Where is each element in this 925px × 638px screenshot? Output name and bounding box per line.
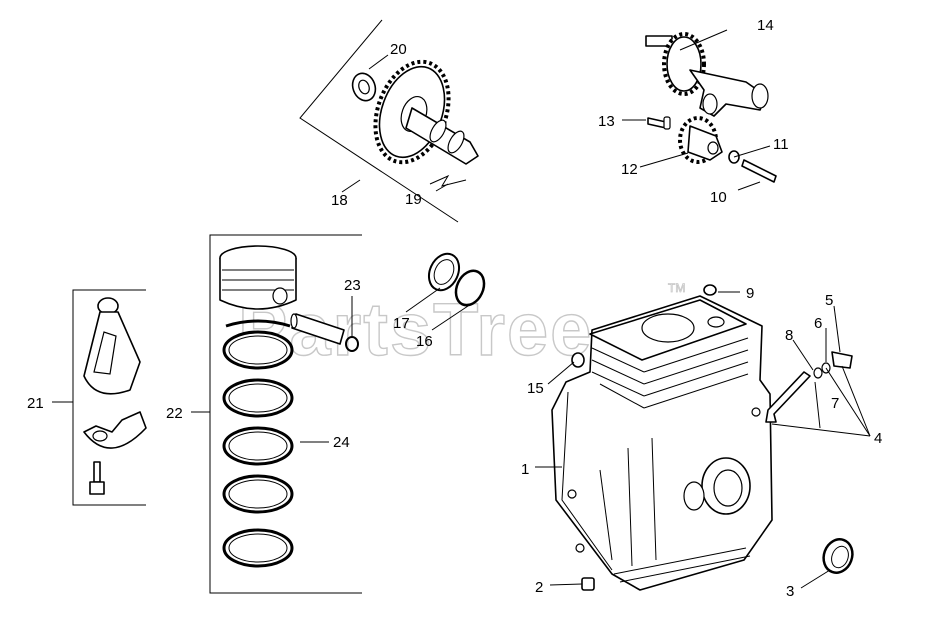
callout-3: 3 xyxy=(786,583,794,600)
drain-plug[interactable] xyxy=(581,577,595,591)
piston-pin-clip[interactable] xyxy=(345,336,359,352)
rod-bolt[interactable] xyxy=(89,461,105,495)
callout-8: 8 xyxy=(785,327,793,344)
callout-15: 15 xyxy=(527,380,544,397)
crankshaft-oil-seal[interactable] xyxy=(819,535,857,577)
governor-bolt[interactable] xyxy=(647,116,671,130)
callout-22: 22 xyxy=(166,405,183,422)
callout-1: 1 xyxy=(521,461,529,478)
callout-18: 18 xyxy=(331,192,348,209)
callout-24: 24 xyxy=(333,434,350,451)
callout-10: 10 xyxy=(710,189,727,206)
piston-group-bracket xyxy=(209,234,362,594)
governor-gear[interactable] xyxy=(678,116,723,164)
governor-arm-kit[interactable] xyxy=(765,351,853,423)
callout-13: 13 xyxy=(598,113,615,130)
callout-2: 2 xyxy=(535,579,543,596)
connecting-rod[interactable] xyxy=(83,297,141,395)
callout-labels: 1 2 3 4 5 6 7 8 9 10 11 12 13 14 15 16 1… xyxy=(27,17,882,600)
watermark-trademark: TM xyxy=(668,281,685,295)
callout-7: 7 xyxy=(831,395,839,412)
leader-lines xyxy=(52,29,871,589)
callout-23: 23 xyxy=(344,277,361,294)
callout-6: 6 xyxy=(814,315,822,332)
callout-11: 11 xyxy=(773,136,789,153)
callout-9: 9 xyxy=(746,285,754,302)
callout-4: 4 xyxy=(874,430,882,447)
breather-plug[interactable] xyxy=(703,284,717,296)
rod-cap[interactable] xyxy=(83,411,147,449)
snap-ring[interactable] xyxy=(451,266,490,310)
callout-14: 14 xyxy=(757,17,774,34)
connecting-rod-bracket xyxy=(72,289,146,506)
piston-pin[interactable] xyxy=(290,313,345,345)
camshaft-washer[interactable] xyxy=(349,70,379,104)
dowel-pin[interactable] xyxy=(571,352,585,368)
piston[interactable] xyxy=(219,245,297,310)
piston-ring-set[interactable] xyxy=(222,319,294,568)
callout-12: 12 xyxy=(621,161,638,178)
crankcase[interactable] xyxy=(551,295,773,591)
callout-19: 19 xyxy=(405,191,422,208)
camshaft-group[interactable] xyxy=(299,19,479,223)
callout-16: 16 xyxy=(416,333,433,350)
callout-5: 5 xyxy=(825,292,833,309)
callout-21: 21 xyxy=(27,395,44,412)
callout-20: 20 xyxy=(390,41,407,58)
callout-17: 17 xyxy=(393,315,410,332)
balancer-shaft[interactable] xyxy=(645,32,769,117)
oil-seal-ring[interactable] xyxy=(423,249,464,295)
governor-shaft-pin[interactable] xyxy=(741,159,777,183)
